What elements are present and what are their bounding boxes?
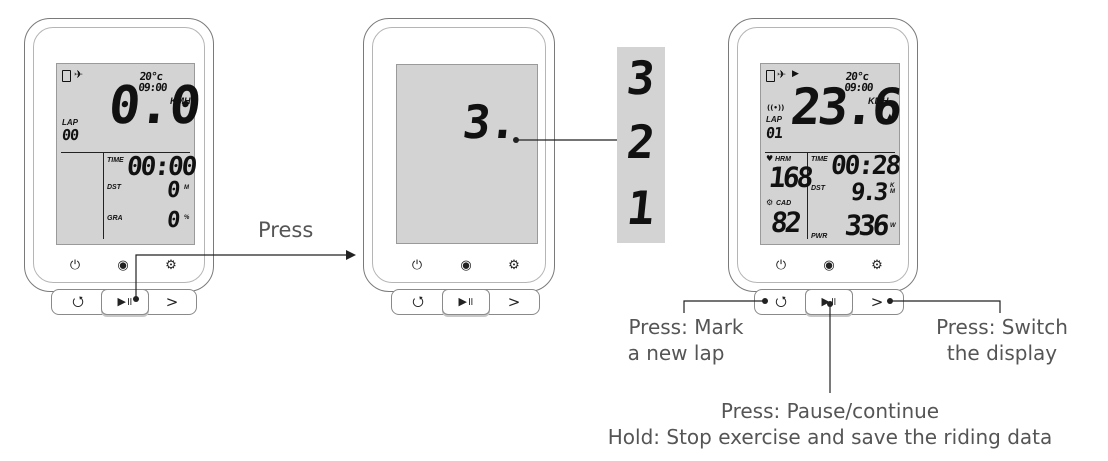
power-icon[interactable]: ⏻ (69, 258, 81, 273)
switch-callout-line2: the display (946, 341, 1058, 365)
middle-device-bezel (372, 27, 546, 283)
lap-button[interactable]: ⭯ (412, 294, 424, 310)
screen-divider-v (103, 153, 105, 239)
dst-label: DST (811, 185, 825, 192)
left-device: ✈ 20°c 09:00 0.0 KMH LAP 00 TIME 00:00 D… (24, 18, 214, 292)
middle-device: 3. ⏻ ◉ ⚙ (363, 18, 555, 292)
sensor-signal-icon: ((•)) (767, 104, 785, 112)
dst-label: DST (107, 184, 121, 191)
lap-callout: Press: Mark a new lap (606, 314, 766, 366)
time-label: TIME (811, 156, 828, 163)
switch-callout-line1: Press: Switch (936, 315, 1068, 339)
next-button[interactable]: > (870, 293, 884, 311)
settings-icon[interactable]: ⚙ (508, 258, 520, 273)
time-label: TIME (107, 157, 124, 164)
right-screen: ✈ ▶ 20°c 09:00 ((•)) LAP 01 23.6 KMH ▲ ♥… (760, 63, 902, 245)
middle-button-bar: ⭯ ▶॥ > (391, 289, 540, 315)
right-device-bezel (737, 27, 909, 283)
play-pause-button[interactable]: ▶॥ (442, 289, 490, 315)
speed-unit: KMH (868, 96, 889, 106)
lap-callout-line2: a new lap (627, 341, 725, 365)
pause-callout: Press: Pause/continue Hold: Stop exercis… (580, 398, 1080, 450)
screen-divider-v (807, 153, 809, 239)
gps-signal-icon: ✈ (74, 68, 84, 81)
left-screen: ✈ 20°c 09:00 0.0 KMH LAP 00 TIME 00:00 D… (56, 63, 203, 245)
record-icon[interactable]: ◉ (823, 258, 835, 273)
speed-up-arrow-icon: ▲ (886, 112, 894, 123)
cadence-icon: ⚙ (766, 198, 774, 207)
gra-label: GRA (107, 215, 123, 222)
next-button[interactable]: > (507, 293, 521, 311)
countdown-strip: 3 2 1 (617, 47, 665, 243)
lap-button[interactable]: ⭯ (72, 294, 84, 310)
lap-callout-line1: Press: Mark (628, 315, 744, 339)
next-button[interactable]: > (165, 293, 179, 311)
left-device-bezel (33, 27, 205, 283)
record-icon[interactable]: ◉ (117, 258, 129, 273)
pwr-label: PWR (811, 233, 828, 240)
power-icon[interactable]: ⏻ (775, 258, 787, 273)
record-icon[interactable]: ◉ (460, 258, 472, 273)
switch-callout: Press: Switch the display (922, 314, 1082, 366)
press-label: Press (258, 218, 314, 242)
cad-label: CAD (776, 200, 792, 207)
lap-label: LAP (62, 118, 78, 127)
lap-label: LAP (766, 115, 782, 124)
play-pause-button[interactable]: ▶॥ (101, 289, 149, 315)
right-device: ✈ ▶ 20°c 09:00 ((•)) LAP 01 23.6 KMH ▲ ♥… (728, 18, 918, 292)
left-button-bar: ⭯ ▶॥ > (51, 289, 197, 315)
gps-signal-icon: ✈ (777, 68, 787, 81)
middle-screen: 3. (396, 64, 538, 244)
screen-divider-h (765, 152, 895, 154)
heart-icon: ♥ (766, 154, 774, 163)
hrm-label: HRM (775, 156, 791, 163)
power-icon[interactable]: ⏻ (411, 258, 423, 273)
recording-play-icon: ▶ (792, 69, 799, 79)
settings-icon[interactable]: ⚙ (871, 258, 883, 273)
speed-unit: KMH (170, 96, 191, 106)
battery-icon (766, 70, 775, 82)
lap-button[interactable]: ⭯ (775, 294, 787, 310)
gra-unit: % (184, 215, 190, 221)
pause-callout-line1: Press: Pause/continue (720, 399, 940, 423)
pwr-unit: W (890, 223, 896, 229)
screen-divider-h (61, 152, 190, 154)
pause-callout-line2: Hold: Stop exercise and save the riding … (607, 425, 1053, 449)
dst-unit: KM (890, 183, 895, 195)
settings-icon[interactable]: ⚙ (165, 258, 177, 273)
battery-icon (62, 70, 71, 82)
dst-unit: M (184, 185, 189, 191)
